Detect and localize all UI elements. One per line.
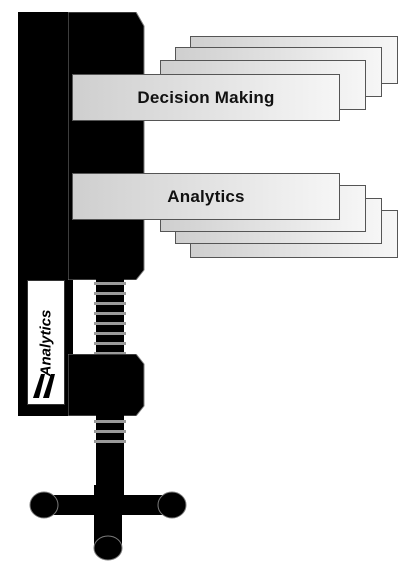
analytics-panel: Analytics — [72, 173, 340, 220]
decision-making-label: Decision Making — [137, 87, 275, 107]
clamp-handle — [29, 485, 187, 561]
analytics-logo: Analytics — [27, 280, 65, 405]
analytics-label: Analytics — [167, 186, 245, 206]
clamp-upper-jaw — [68, 12, 145, 280]
clamp-screw-upper — [94, 278, 126, 358]
logo-mark-icon — [33, 374, 55, 398]
decision-making-panel: Decision Making — [72, 74, 340, 121]
clamp-lower-jaw — [68, 354, 145, 416]
logo-text: Analytics — [37, 309, 55, 376]
